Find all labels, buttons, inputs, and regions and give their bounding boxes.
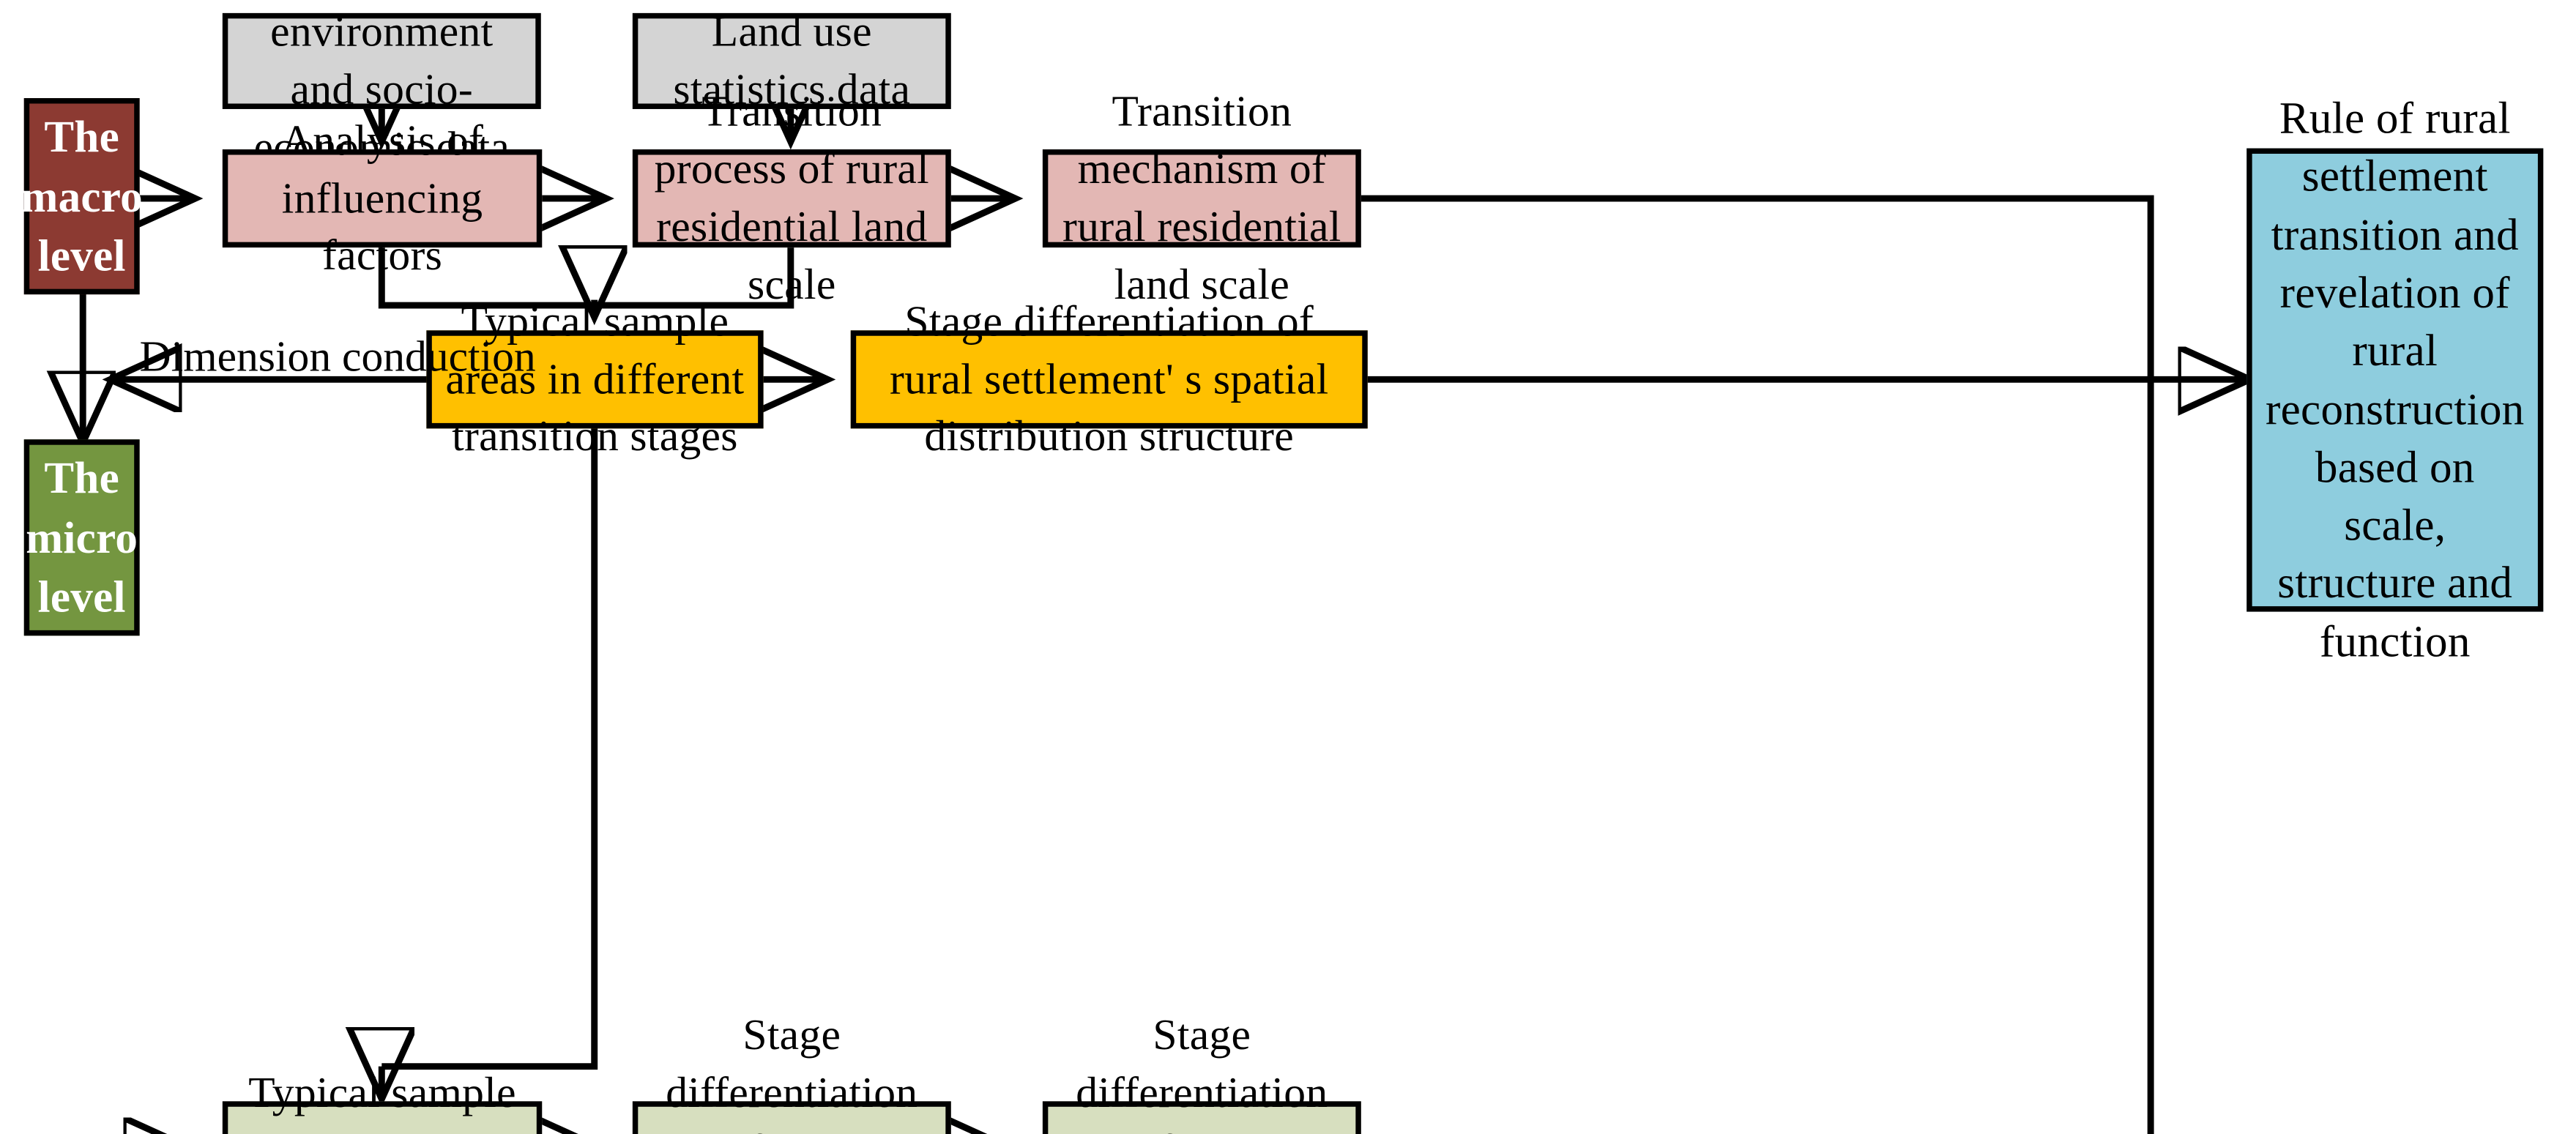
node-sample-points-label: Typical sample points in different areas bbox=[248, 1067, 516, 1134]
edge-label-dimension-conduction: Dimension conduction bbox=[139, 331, 536, 381]
wire-mechanism-to-conclusion bbox=[1360, 195, 2154, 380]
node-transition-process[interactable]: Transition process of rural residential … bbox=[632, 86, 951, 308]
node-settlement-function[interactable]: Stage differentiation of rural settlemen… bbox=[1042, 1010, 1361, 1134]
data-source-land-use-label: Land use statistics data bbox=[673, 7, 911, 113]
node-sample-areas-label: Typical sample areas in different transi… bbox=[445, 296, 745, 461]
node-sample-areas[interactable]: Typical sample areas in different transi… bbox=[426, 296, 764, 460]
node-sample-points[interactable]: Typical sample points in different areas bbox=[222, 1067, 543, 1134]
level-band-macro-label: The macro level bbox=[21, 111, 143, 281]
node-transition-mechanism-label: Transition mechanism of rural residentia… bbox=[1062, 86, 1341, 309]
node-influencing-factors-label: Analysis of influencing factors bbox=[280, 115, 484, 280]
wire-function-to-conclusion bbox=[2147, 379, 2154, 1134]
data-source-physical-socio[interactable]: Physical environment and socio-economic … bbox=[222, 7, 541, 171]
node-land-structure[interactable]: Stage differentiation of rural residenti… bbox=[632, 1010, 951, 1134]
data-source-land-use[interactable]: Land use statistics data bbox=[632, 7, 951, 113]
node-spatial-distribution[interactable]: Stage differentiation of rural settlemen… bbox=[850, 296, 1368, 460]
node-rule-conclusion[interactable]: Rule of rural settlement transition and … bbox=[2246, 93, 2544, 666]
node-land-structure-label: Stage differentiation of rural residenti… bbox=[666, 1010, 918, 1134]
node-spatial-distribution-label: Stage differentiation of rural settlemen… bbox=[889, 296, 1329, 461]
node-rule-conclusion-label: Rule of rural settlement transition and … bbox=[2266, 92, 2525, 666]
wire-sample-areas-to-sample-points bbox=[381, 422, 598, 1070]
node-transition-mechanism[interactable]: Transition mechanism of rural residentia… bbox=[1042, 86, 1361, 308]
level-band-micro[interactable]: The micro level bbox=[23, 439, 140, 636]
level-band-macro[interactable]: The macro level bbox=[21, 98, 143, 295]
level-band-micro-label: The micro level bbox=[26, 452, 138, 622]
node-transition-process-label: Transition process of rural residential … bbox=[654, 86, 929, 309]
node-settlement-function-label: Stage differentiation of rural settlemen… bbox=[1076, 1010, 1328, 1134]
node-influencing-factors[interactable]: Analysis of influencing factors bbox=[222, 116, 543, 280]
